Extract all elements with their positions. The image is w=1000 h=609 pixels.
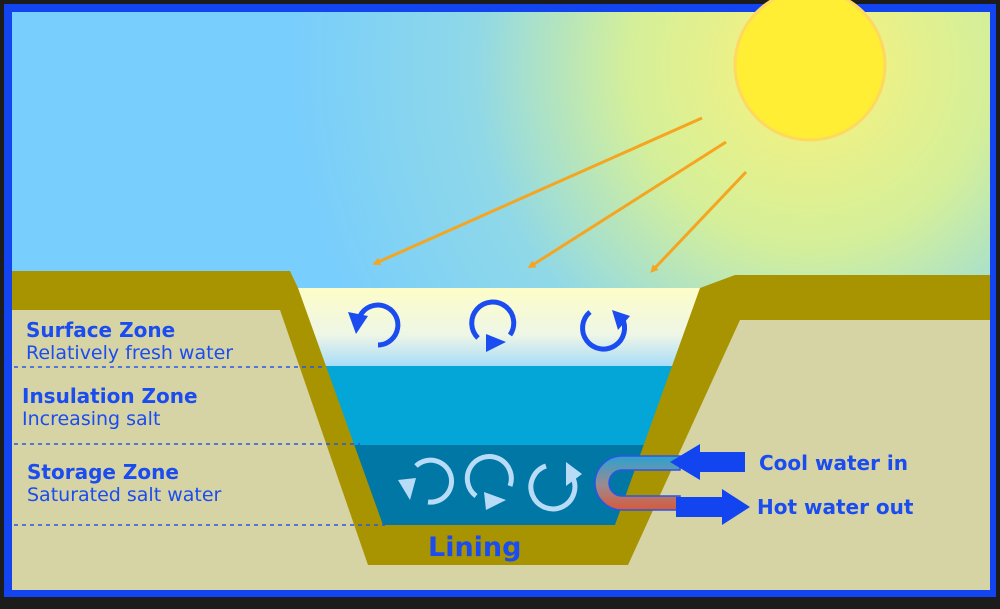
hot-water-out-label: Hot water out	[757, 495, 914, 519]
zone-description: Increasing salt	[22, 408, 160, 430]
sun-icon	[733, 0, 887, 142]
zone-description: Saturated salt water	[27, 484, 222, 506]
surface-zone-water	[298, 288, 700, 366]
sun-ray-arrow	[527, 140, 727, 269]
sun-ray-arrow	[372, 116, 703, 266]
zone-title: Insulation Zone	[22, 384, 198, 408]
circulation-arrow-icon	[469, 299, 517, 352]
cool-water-in-label: Cool water in	[759, 451, 908, 475]
heat-exchanger-pipe	[594, 455, 681, 511]
zone-title: Storage Zone	[27, 460, 179, 484]
flow-arrow-icon	[670, 444, 745, 480]
insulation-zone-water	[298, 366, 700, 445]
flow-arrow-icon	[676, 489, 750, 525]
sun-ray-arrow	[650, 170, 748, 273]
circulation-arrow-icon	[580, 310, 630, 352]
zone-description: Relatively fresh water	[26, 342, 233, 364]
circulation-arrow-icon	[528, 462, 582, 512]
zone-title: Surface Zone	[26, 318, 175, 342]
ground	[12, 310, 990, 590]
circulation-arrow-icon	[464, 454, 514, 510]
circulation-arrow-icon	[398, 457, 455, 505]
circulation-arrow-icon	[348, 302, 401, 348]
lining-label: Lining	[428, 532, 522, 563]
